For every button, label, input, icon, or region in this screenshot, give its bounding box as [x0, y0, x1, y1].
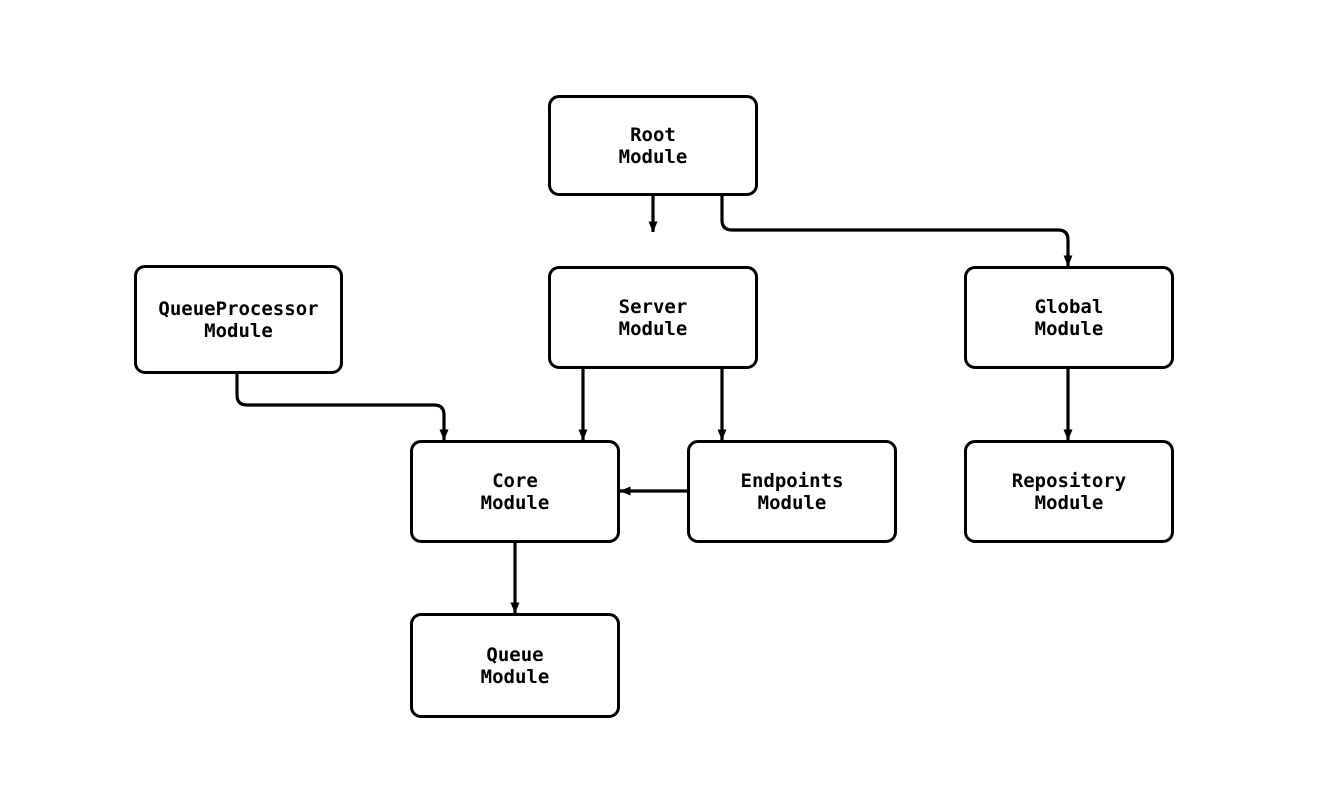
queueprocessor-module-node[interactable]: QueueProcessor Module — [134, 265, 343, 374]
node-subtitle: Module — [480, 665, 550, 688]
node-subtitle: Module — [757, 491, 827, 514]
global-module-node[interactable]: Global Module — [964, 266, 1174, 369]
node-title: QueueProcessor — [158, 297, 319, 320]
node-subtitle: Module — [204, 319, 273, 342]
node-subtitle: Module — [1034, 491, 1104, 514]
root-module-node[interactable]: Root Module — [548, 95, 758, 196]
node-subtitle: Module — [1034, 317, 1104, 340]
node-title: Endpoints — [740, 469, 844, 492]
repository-module-node[interactable]: Repository Module — [964, 440, 1174, 543]
node-title: Root — [630, 123, 676, 146]
edge-queueprocessor-to-core — [235, 374, 449, 441]
node-title: Server — [618, 295, 688, 318]
endpoints-module-node[interactable]: Endpoints Module — [687, 440, 897, 543]
node-subtitle: Module — [618, 145, 688, 168]
edge-root-to-global — [720, 196, 1073, 267]
node-subtitle: Module — [618, 317, 688, 340]
node-subtitle: Module — [480, 491, 550, 514]
queue-module-node[interactable]: Queue Module — [410, 613, 620, 718]
node-title: Repository — [1011, 469, 1127, 492]
server-module-node[interactable]: Server Module — [548, 266, 758, 369]
core-module-node[interactable]: Core Module — [410, 440, 620, 543]
node-title: Queue — [486, 643, 544, 666]
node-title: Global — [1034, 295, 1104, 318]
node-title: Core — [492, 469, 538, 492]
